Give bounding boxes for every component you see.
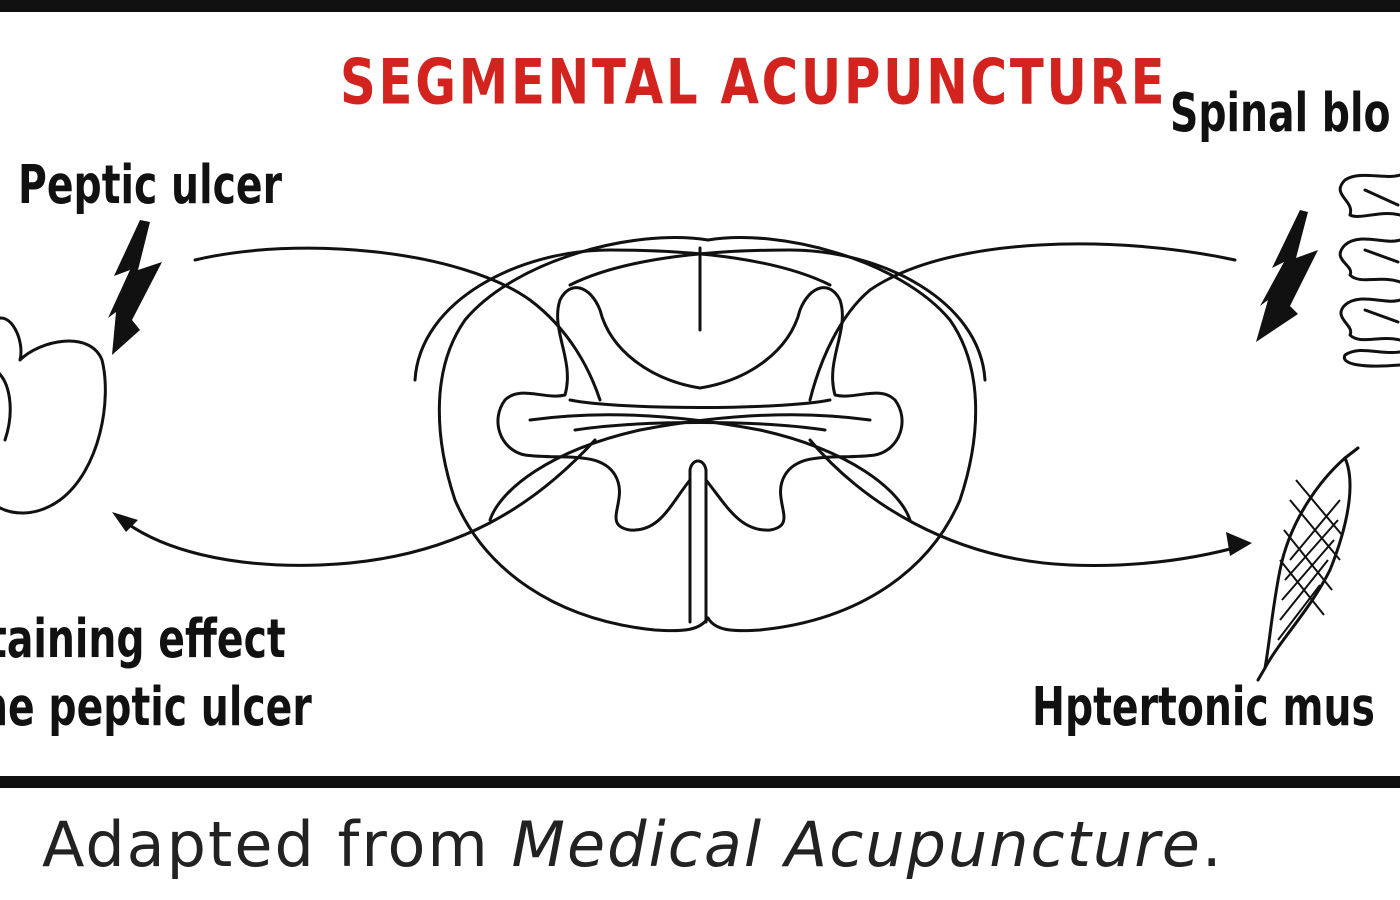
caption-source: Medical Acupuncture xyxy=(511,808,1202,881)
cross-loop-left xyxy=(413,248,832,382)
figure-caption: Adapted from Medical Acupuncture. xyxy=(42,808,1224,881)
cross-loop-right xyxy=(568,248,987,382)
label-containing-effect-line1: ntaining effect xyxy=(0,607,286,671)
somatic-afferent-path xyxy=(808,242,1237,402)
muscle-outline xyxy=(1263,456,1352,670)
ventral-fissure xyxy=(688,459,708,624)
lightning-bolt-left-icon xyxy=(108,220,162,355)
visceral-efferent-path xyxy=(118,438,597,567)
bottom-border xyxy=(0,776,1400,788)
label-spinal-block: Spinal blo xyxy=(1170,81,1391,145)
spinal-block-fiber xyxy=(1363,188,1400,324)
caption-suffix: . xyxy=(1201,808,1224,881)
spinal-cord-outline xyxy=(437,236,978,633)
top-border xyxy=(0,0,1400,12)
gray-commissure xyxy=(568,398,832,432)
spinal-block-line-3 xyxy=(1339,297,1400,342)
gray-matter xyxy=(496,286,904,532)
arrowhead-to-muscle xyxy=(1226,532,1252,556)
label-containing-effect-line2: he peptic ulcer xyxy=(0,675,312,739)
visceral-afferent-path xyxy=(193,246,602,402)
stomach-inner xyxy=(0,372,12,442)
muscle-tendon xyxy=(1256,446,1360,682)
lower-arc-left xyxy=(528,413,912,522)
caption-prefix: Adapted from xyxy=(42,808,512,881)
arrowhead-to-stomach xyxy=(112,512,138,532)
diagram-title: SEGMENTAL ACUPUNCTURE xyxy=(340,46,1168,119)
lightning-bolt-right-icon xyxy=(1256,210,1318,342)
spinal-block-line-1 xyxy=(1338,173,1400,218)
somatic-efferent-path xyxy=(808,438,1247,567)
label-peptic-ulcer: Peptic ulcer xyxy=(18,153,283,217)
lower-arc-right xyxy=(488,413,872,522)
muscle-hatch xyxy=(1277,479,1343,641)
spinal-block-line-2 xyxy=(1338,237,1400,284)
label-hypertonic-muscle: Hptertonic mus xyxy=(1032,675,1375,739)
stomach-outline xyxy=(0,316,107,515)
spinal-block-line-4 xyxy=(1342,348,1400,368)
